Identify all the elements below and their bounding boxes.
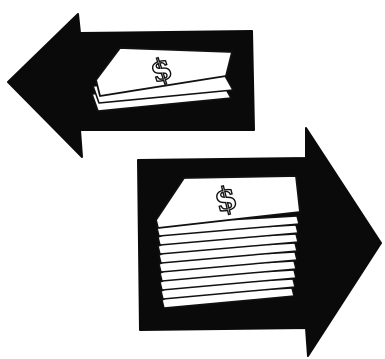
large-money-stack: $	[156, 176, 300, 308]
